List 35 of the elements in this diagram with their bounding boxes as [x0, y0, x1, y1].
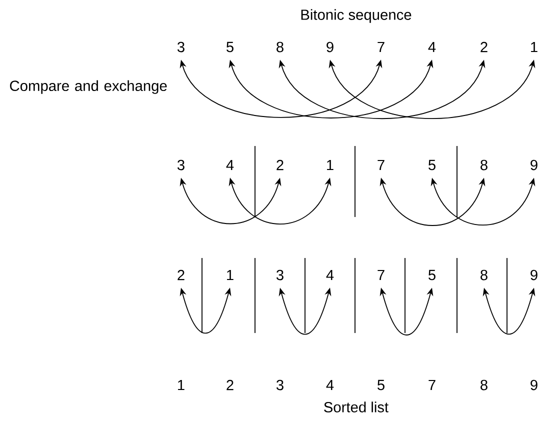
- number: 8: [276, 42, 284, 52]
- number: 4: [326, 380, 334, 390]
- number: 8: [480, 160, 488, 170]
- number: 1: [227, 270, 234, 280]
- number: 5: [428, 270, 436, 280]
- number: 1: [178, 380, 184, 390]
- number: 7: [378, 160, 384, 170]
- title: Bitonic sequence: [301, 9, 412, 23]
- number: 9: [530, 380, 538, 390]
- number: 4: [428, 42, 436, 52]
- number: 5: [226, 42, 234, 52]
- number: 9: [530, 270, 538, 280]
- number: 3: [276, 380, 284, 390]
- number: 4: [226, 160, 234, 170]
- number: 3: [178, 42, 184, 52]
- number: 1: [327, 160, 334, 170]
- number: 2: [276, 160, 284, 170]
- number: 5: [428, 160, 436, 170]
- number: 2: [226, 380, 234, 390]
- number: 8: [480, 380, 488, 390]
- number: 1: [531, 42, 538, 52]
- number: 2: [178, 270, 184, 280]
- number: 3: [276, 270, 284, 280]
- number: 4: [326, 270, 334, 280]
- side-label: Compare and exchange: [10, 80, 167, 94]
- number: 7: [428, 380, 436, 390]
- number: 7: [378, 270, 384, 280]
- number: 9: [530, 160, 538, 170]
- bottom-label: Sorted list: [324, 402, 388, 412]
- number: 2: [480, 42, 488, 52]
- number: 5: [378, 380, 384, 390]
- number: 9: [326, 42, 334, 52]
- number: 7: [378, 42, 384, 52]
- number: 3: [178, 160, 184, 170]
- number: 8: [480, 270, 488, 280]
